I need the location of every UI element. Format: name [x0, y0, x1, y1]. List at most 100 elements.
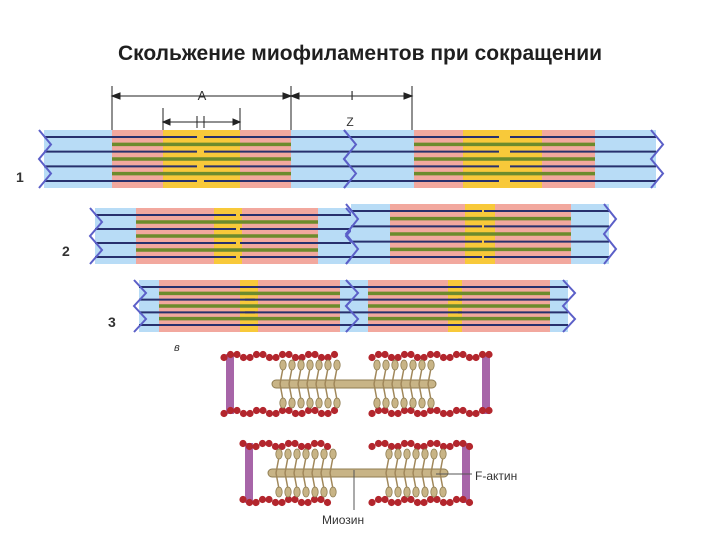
actin-bead [374, 439, 383, 448]
actin-bead [317, 439, 325, 448]
actin-bead [271, 442, 280, 451]
actin-bead [394, 409, 402, 418]
actin-bead [330, 350, 339, 359]
myosin-head [275, 448, 283, 460]
myosin-neck [275, 456, 280, 474]
myosin-neck [382, 367, 387, 385]
actin-bead [465, 442, 474, 451]
myosin-neck [412, 456, 417, 474]
actin-bead [439, 409, 448, 418]
actin-bead [387, 409, 396, 418]
slide-title: Скольжение миофиламентов при сокращении [117, 42, 603, 65]
myosin-head [320, 486, 328, 498]
actin-bead [298, 353, 306, 362]
panel-label: в [174, 342, 180, 354]
actin-bead [439, 498, 448, 507]
actin-bead [400, 406, 409, 415]
row-label-2: 2 [62, 243, 70, 259]
actin-bead [413, 409, 422, 418]
myosin-neck [400, 383, 405, 401]
actin-bead [381, 406, 389, 415]
myosin-head [418, 397, 426, 409]
actin-bead [278, 442, 286, 451]
myosin-head [297, 397, 305, 409]
actin-bead [420, 409, 428, 418]
actin-bead [439, 442, 448, 451]
myosin-neck [284, 472, 289, 490]
actin-bead [311, 406, 319, 415]
actin-bead [317, 353, 326, 362]
myosin-neck [315, 367, 320, 385]
myosin-head [403, 448, 411, 460]
actin-bead [291, 409, 300, 418]
z-line [344, 279, 360, 333]
myosin-head [400, 397, 408, 409]
actin-bead [265, 439, 273, 448]
actin-bead [407, 495, 415, 504]
myosin-head [302, 486, 310, 498]
myosin-neck [293, 472, 298, 490]
actin-bead [304, 442, 312, 451]
actin-bead [310, 495, 319, 504]
actin-bead [297, 442, 306, 451]
actin-bead [252, 442, 260, 451]
myosin-head [311, 448, 319, 460]
actin-bead [278, 406, 287, 415]
myosin-head [385, 448, 393, 460]
myosin-neck [288, 367, 293, 385]
actin-bead [239, 353, 248, 362]
actin-bead [324, 353, 332, 362]
myosin-head [302, 448, 310, 460]
actin-bead [291, 353, 300, 362]
myosin-neck [297, 367, 302, 385]
sarcomere-rows [37, 129, 665, 333]
actin-bead [446, 353, 454, 362]
relaxed-panel [220, 350, 493, 418]
myosin-label: Миозин [322, 513, 364, 527]
actin-bead [407, 439, 415, 448]
actin-bead [278, 350, 287, 359]
actin-bead [452, 350, 461, 359]
actin-bead [400, 439, 409, 448]
row-label-3: 3 [108, 314, 116, 330]
actin-bead [317, 409, 326, 418]
actin-bead [233, 350, 241, 359]
myosin-neck [306, 383, 311, 401]
myosin-head [439, 448, 447, 460]
actin-bead [284, 439, 293, 448]
myosin-neck [293, 456, 298, 474]
myosin-head [333, 397, 341, 409]
myosin-head [403, 486, 411, 498]
actin-bead [452, 406, 461, 415]
actin-bead [446, 498, 454, 507]
z-line [37, 129, 53, 189]
myosin-head [439, 486, 447, 498]
actin-bead [374, 495, 383, 504]
myosin-neck [403, 472, 408, 490]
actin-bead [278, 498, 286, 507]
actin-bead [407, 350, 415, 359]
sarcomere-4 [344, 203, 618, 265]
myosin-neck [430, 456, 435, 474]
myosin-head [427, 397, 435, 409]
actin-bead [374, 350, 383, 359]
dimension-markers [110, 86, 414, 135]
actin-bead [297, 498, 306, 507]
z-line [342, 129, 358, 189]
z-line [88, 207, 104, 265]
myosin-head [329, 448, 337, 460]
actin-bead [323, 442, 332, 451]
actin-bead [239, 409, 248, 418]
actin-bead [310, 439, 319, 448]
actin-bead [311, 350, 319, 359]
myosin-head [394, 486, 402, 498]
actin-bead [387, 498, 396, 507]
actin-bead [446, 409, 454, 418]
z-line [344, 203, 360, 265]
myosin-neck [427, 367, 432, 385]
actin-bead [252, 498, 260, 507]
myosin-head [427, 359, 435, 371]
myosin-neck [297, 383, 302, 401]
actin-bead [420, 442, 428, 451]
actin-bead [478, 350, 487, 359]
